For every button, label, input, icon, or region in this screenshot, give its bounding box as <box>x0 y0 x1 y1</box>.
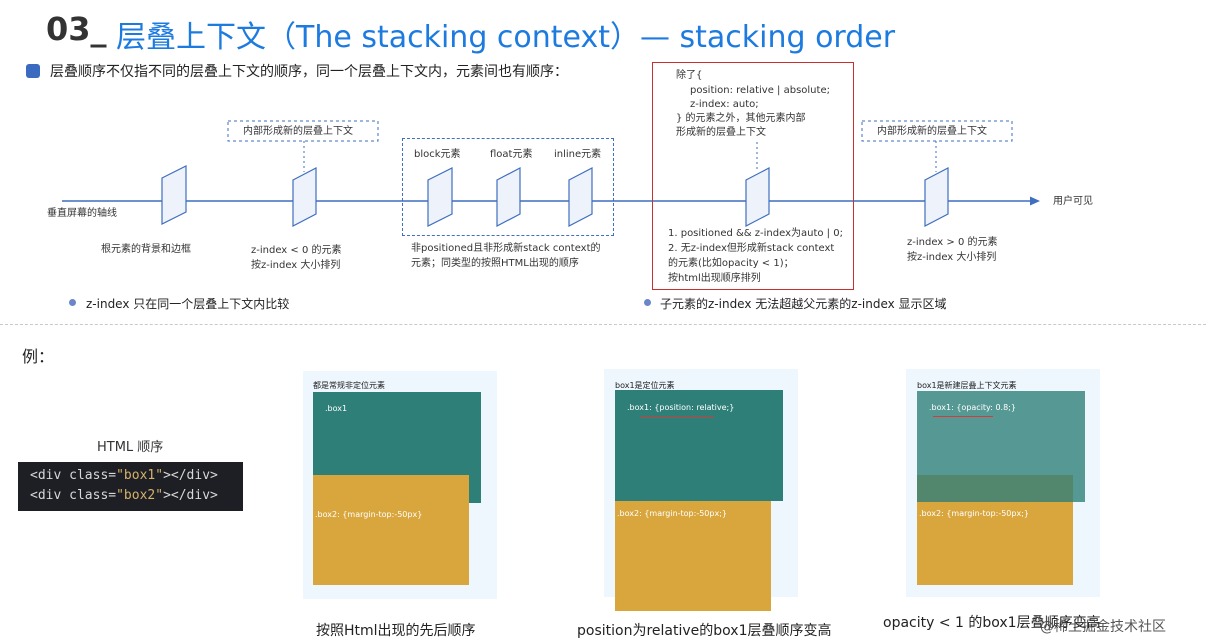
plane-block <box>427 167 453 227</box>
pos-zindex-line1: z-index > 0 的元素 <box>907 237 998 248</box>
neg-zindex-header: 内部形成新的层叠上下文 <box>243 126 353 137</box>
panel-3-box1 <box>917 391 1085 502</box>
inline-label: inline元素 <box>554 149 602 160</box>
example-label: 例： <box>22 347 55 366</box>
code-block: <div class="box1"></div> <div class="box… <box>18 462 243 511</box>
panel-2-highlight-underline <box>640 417 714 418</box>
panel-1-title: 都是常规非定位元素 <box>313 381 385 390</box>
panel-1-box2 <box>313 475 469 585</box>
neg-zindex-line2: 按z-index 大小排列 <box>251 260 341 271</box>
note2-bullet-icon <box>644 299 651 306</box>
panel-2-box2-label: .box2: {margin-top:-50px;} <box>617 509 727 518</box>
panel-3-title: box1是新建层叠上下文元素 <box>917 381 1017 390</box>
except-line-2: position: relative | absolute; <box>690 85 830 96</box>
neg-zindex-line1: z-index < 0 的元素 <box>251 245 342 256</box>
panel-3-box1-label: .box1: {opacity: 0.8;} <box>929 403 1016 412</box>
auto-line-1: 1. positioned && z-index为auto | 0; <box>668 228 843 239</box>
panel-3-box2-label: .box2: {margin-top:-50px;} <box>919 509 1029 518</box>
nonpositioned-line2: 元素；同类型的按照HTML出现的顺序 <box>411 258 579 269</box>
panel-2-box2 <box>615 501 771 611</box>
subtitle: 层叠顺序不仅指不同的层叠上下文的顺序，同一个层叠上下文内，元素间也有顺序： <box>50 64 568 80</box>
note-zindex-compare: z-index 只在同一个层叠上下文内比较 <box>86 297 290 311</box>
title-number: 03_ <box>46 10 107 48</box>
panel-2-caption: position为relative的box1层叠顺序变高 <box>577 623 832 639</box>
note-zindex-parent: 子元素的z-index 无法超越父元素的z-index 显示区域 <box>660 297 947 311</box>
except-line-4: } 的元素之外，其他元素内部 <box>676 113 806 124</box>
panel-3-highlight-underline <box>933 416 993 417</box>
code-line-1: <div class="box1"></div> <box>30 468 218 483</box>
html-order-label: HTML 顺序 <box>97 440 164 455</box>
stacking-diagram <box>62 120 1040 227</box>
panel-2-box1-label: .box1: {position: relative;} <box>627 403 735 412</box>
panel-2-title: box1是定位元素 <box>615 381 675 390</box>
auto-line-2: 2. 无z-index但形成新stack context <box>668 243 835 254</box>
auto-line-4: 按html出现顺序排列 <box>668 273 761 284</box>
normal-flow-group <box>402 138 614 236</box>
except-line-1: 除了{ <box>676 70 703 81</box>
panel-3-caption: opacity < 1 的box1层叠顺序变高 <box>883 615 1101 631</box>
root-background-label: 根元素的背景和边框 <box>101 244 191 255</box>
pos-zindex-line2: 按z-index 大小排列 <box>907 252 997 263</box>
bullet-square-icon <box>26 64 40 78</box>
zindex-auto-highlight-box <box>652 62 854 290</box>
code-line-2: <div class="box2"></div> <box>30 488 218 503</box>
plane-inline <box>568 167 593 227</box>
axis-label: 垂直屏幕的轴线 <box>47 208 117 219</box>
nonpositioned-line1: 非positioned且非形成新stack context的 <box>411 243 601 254</box>
plane-positive-zindex <box>924 167 949 227</box>
neg-zindex-header-box <box>227 120 379 142</box>
plane-root-background <box>161 165 187 225</box>
panel-2-box1 <box>615 390 783 501</box>
section-divider <box>0 324 1206 325</box>
float-label: float元素 <box>490 149 533 160</box>
plane-float <box>496 167 521 227</box>
pos-zindex-header-box <box>861 120 1013 142</box>
panel-1-box2-label: .box2: {margin-top:-50px} <box>315 510 423 519</box>
plane-zindex-auto <box>745 167 770 227</box>
plane-negative-zindex <box>292 167 317 227</box>
user-visible-label: 用户可见 <box>1053 196 1093 207</box>
panel-1-caption: 按照Html出现的先后顺序 <box>316 623 476 639</box>
page-title: 层叠上下文（The stacking context）— stacking or… <box>116 20 896 55</box>
except-line-3: z-index: auto; <box>690 99 759 110</box>
pos-zindex-header: 内部形成新的层叠上下文 <box>877 126 987 137</box>
panel-1-box1-label: .box1 <box>325 404 348 413</box>
auto-line-3: 的元素(比如opacity < 1)； <box>668 258 794 269</box>
block-label: block元素 <box>414 149 461 160</box>
except-line-5: 形成新的层叠上下文 <box>676 127 766 138</box>
note1-bullet-icon <box>69 299 76 306</box>
axis-arrow-icon <box>1030 196 1040 206</box>
watermark: @稀土掘金技术社区 <box>1040 619 1166 635</box>
